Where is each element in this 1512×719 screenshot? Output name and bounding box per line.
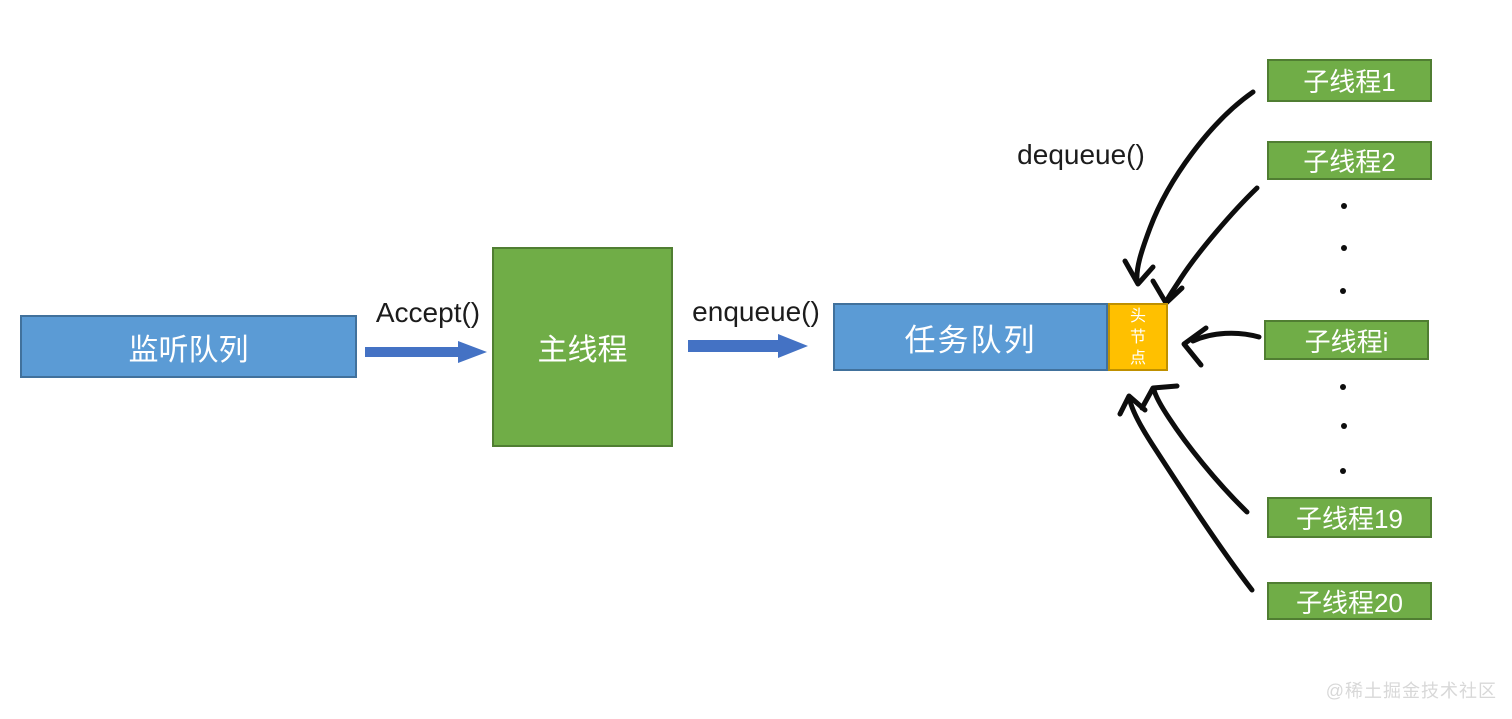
enqueue-label: enqueue() [692,296,820,327]
head-node-box: 头节点 [1108,303,1168,371]
thread-label: 子线程2 [1303,147,1396,177]
thread-box-2: 子线程2 [1267,141,1432,180]
ellipsis-dots-top [1340,203,1347,294]
dequeue-arrow-from-thread2 [1150,185,1260,306]
dequeue-label: dequeue() [1017,139,1145,170]
arrow-from-thread20 [1117,393,1255,593]
thread-box-i: 子线程i [1264,320,1429,360]
thread-label: 子线程1 [1303,67,1396,97]
watermark: @稀土掘金技术社区 [1325,681,1497,701]
ellipsis-dot [1340,468,1346,474]
task-queue-box: 任务队列 [833,303,1108,371]
dequeue-arrow-from-thread1 [1122,89,1256,287]
ellipsis-dot [1340,288,1346,294]
thread-label: 子线程20 [1296,587,1403,618]
accept-arrow [365,341,487,363]
task-queue-label: 任务队列 [904,322,1037,358]
listen-queue-box: 监听队列 [20,315,357,378]
enqueue-arrow [688,334,808,358]
listen-queue-label: 监听队列 [128,333,249,367]
main-thread-box: 主线程 [492,247,673,447]
ellipsis-dots-bottom [1340,384,1347,474]
accept-label: Accept() [375,297,481,328]
thread-box-1: 子线程1 [1267,59,1432,102]
ellipsis-dot [1341,203,1347,209]
arrow-from-threadi [1181,325,1262,368]
ellipsis-dot [1340,384,1346,390]
thread-label: 子线程i [1304,326,1389,357]
thread-label: 子线程19 [1296,504,1403,534]
ellipsis-dot [1341,245,1347,251]
arrow-from-thread19 [1139,383,1250,515]
thread-box-20: 子线程20 [1267,582,1432,620]
head-node-label: 头节点 [1129,307,1146,367]
thread-box-19: 子线程19 [1267,497,1432,538]
main-thread-label: 主线程 [537,334,628,367]
ellipsis-dot [1341,423,1347,429]
